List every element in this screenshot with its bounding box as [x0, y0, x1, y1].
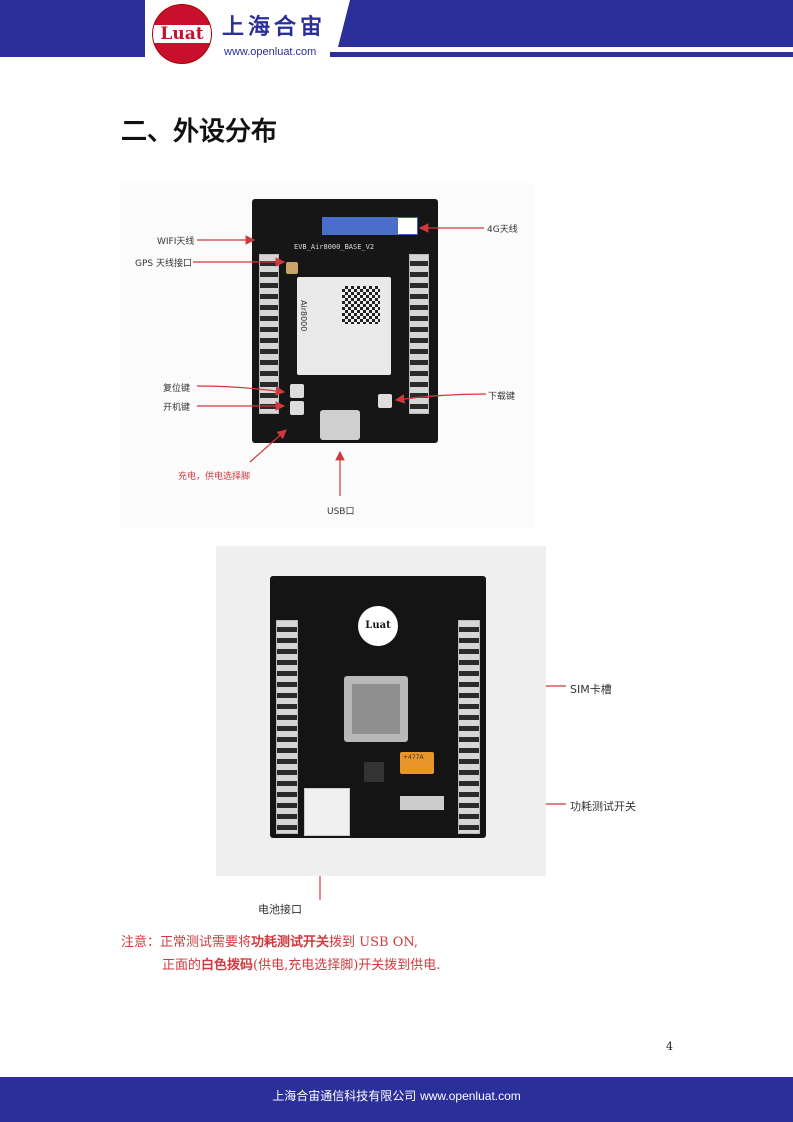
footer-text: 上海合宙通信科技有限公司 www.openluat.com: [0, 1087, 793, 1104]
pin-header-left: [259, 254, 279, 414]
section-title: 二、外设分布: [121, 117, 278, 147]
note-2-bold: 白色拨码: [201, 958, 254, 973]
label-gps-antenna: GPS 天线接口: [135, 259, 192, 269]
label-reset-key: 复位键: [163, 384, 191, 394]
logo-text: Luat: [160, 24, 204, 44]
company-name: 上海合宙: [222, 14, 327, 40]
note-1-suffix: 拨到 USB ON,: [329, 935, 419, 950]
board-silkscreen: EVB_Air8000_BASE_V2: [294, 243, 375, 251]
pin-header-right: [409, 254, 429, 414]
power-test-switch: [400, 796, 444, 810]
download-button-photo: [378, 394, 392, 408]
header-band-left: [0, 0, 145, 57]
luat-silk-text: Luat: [365, 620, 391, 631]
usb-c-port: [320, 410, 360, 440]
header-band-right: [338, 0, 793, 47]
pin-header-right-back: [458, 620, 480, 834]
page-number: 4: [666, 1040, 673, 1053]
note-2-prefix: 正面的: [162, 958, 202, 973]
label-usb-port: USB口: [327, 507, 355, 517]
note-1-bold: 功耗测试开关: [251, 935, 330, 950]
note-line-2: 正面的白色拨码(供电,充电选择脚)开关拨到供电.: [162, 954, 440, 973]
tantalum-text: +477A: [403, 754, 424, 761]
reset-button-photo: [290, 384, 304, 398]
label-battery-port: 电池接口: [258, 903, 302, 916]
qr-code: [342, 286, 380, 324]
label-download-key: 下载键: [488, 392, 516, 402]
tantalum-capacitor: +477A: [400, 752, 434, 774]
note-1-prefix: 注意：正常测试需要将: [121, 935, 252, 950]
power-button-photo: [290, 401, 304, 415]
label-sim-slot: SIM卡槽: [570, 683, 612, 696]
label-power-key: 开机键: [163, 403, 191, 413]
gps-connector: [286, 262, 298, 274]
sim-slot-inner: [352, 684, 400, 734]
battery-connector: [304, 788, 350, 836]
footer-url: www.openluat.com: [420, 1089, 521, 1103]
footer-band: [0, 1077, 793, 1122]
label-4g-antenna: 4G天线: [487, 225, 518, 235]
pin-header-left-back: [276, 620, 298, 834]
antenna-4g-label: [322, 217, 398, 235]
note-2-suffix: (供电,充电选择脚)开关拨到供电.: [253, 958, 441, 973]
label-charge-select: 充电，供电选择脚: [178, 472, 251, 482]
note-line-1: 注意：正常测试需要将功耗测试开关拨到 USB ON,: [121, 931, 418, 950]
luat-logo: Luat: [153, 5, 211, 63]
header-url: www.openluat.com: [224, 46, 317, 58]
ic-chip: [364, 762, 384, 782]
label-power-switch: 功耗测试开关: [570, 800, 636, 813]
label-wifi-antenna: WIFI天线: [157, 237, 195, 247]
header-rule: [330, 52, 793, 57]
footer-company: 上海合宙通信科技有限公司: [272, 1089, 417, 1103]
luat-silk-logo: [358, 606, 398, 646]
